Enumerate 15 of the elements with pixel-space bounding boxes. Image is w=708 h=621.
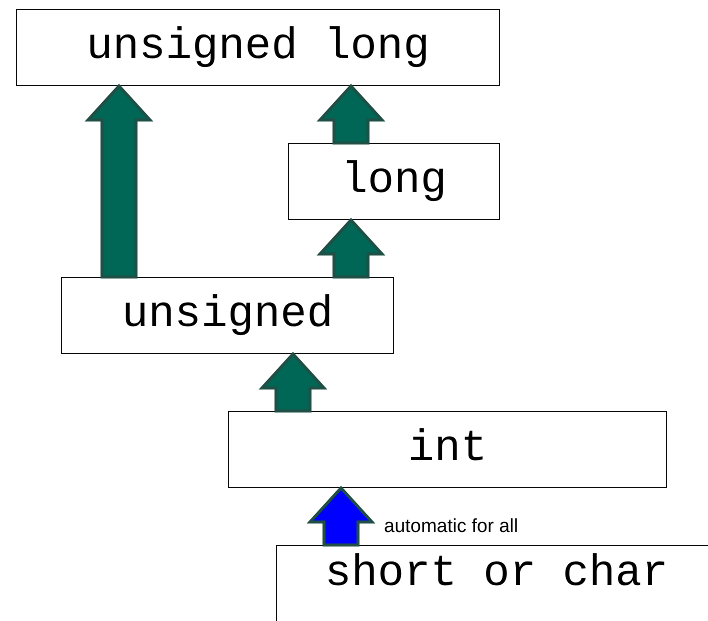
type-box <box>61 277 394 354</box>
block-arrow <box>84 84 154 278</box>
block-arrow <box>316 84 386 144</box>
type-box <box>288 143 500 220</box>
type-box <box>276 545 708 621</box>
block-arrow <box>306 486 376 546</box>
type-name: int <box>408 425 488 474</box>
type-name: unsigned long <box>86 23 430 72</box>
type-name: short or char <box>324 550 668 598</box>
type-box <box>16 9 500 86</box>
block-arrow <box>316 218 386 278</box>
type-box <box>228 411 667 488</box>
type-name: unsigned <box>122 291 334 340</box>
type-name: long <box>341 157 447 206</box>
block-arrow <box>258 352 328 412</box>
